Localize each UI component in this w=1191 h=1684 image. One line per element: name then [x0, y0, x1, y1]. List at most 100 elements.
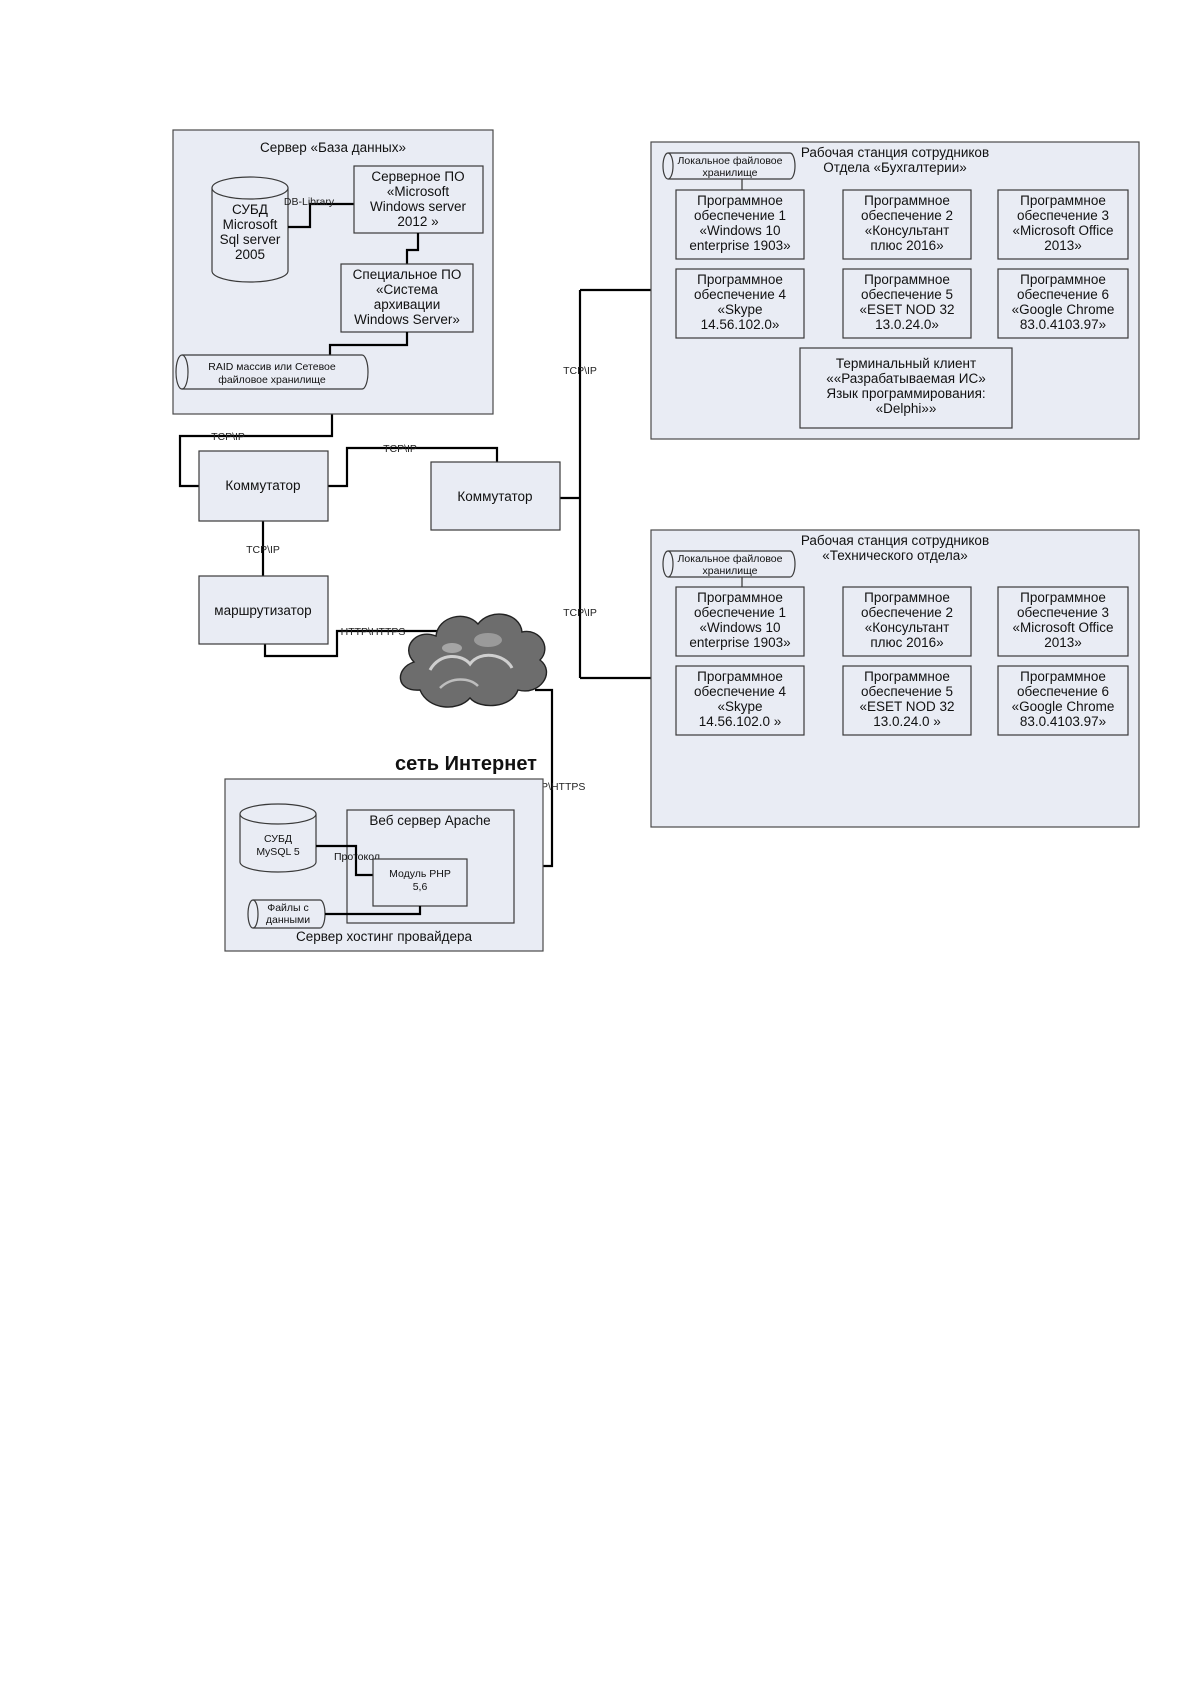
ws2-software-4-line-1: Программное	[697, 669, 783, 684]
dbms-line-2: Microsoft	[223, 217, 278, 232]
special-sw-line-3: архивации	[374, 297, 441, 312]
ws1-software-4-line-1: Программное	[697, 272, 783, 287]
raid-line-2: файловое хранилище	[218, 374, 326, 386]
ws2-software-2-line-3: «Консультант	[865, 620, 950, 635]
ws2-software-6-line-3: «Google Chrome	[1012, 699, 1115, 714]
wire-special-raid	[328, 332, 409, 355]
ws1-software-4-box	[675, 268, 805, 339]
ws2-software-4-line-2: обеспечение 4	[694, 684, 787, 699]
switch-1-label: Коммутатор	[225, 478, 300, 493]
ws2-storage-line-1: Локальное файловое	[678, 553, 783, 565]
ws2-software-1-box	[675, 586, 805, 657]
ws2-software-1-line-3: «Windows 10	[699, 620, 780, 635]
ws2-software-2-line-4: плюс 2016»	[870, 635, 943, 650]
ws2-software-6-box	[997, 665, 1129, 736]
server-sw-line-4: 2012 »	[397, 214, 438, 229]
ws1-software-5-line-3: «ESET NOD 32	[859, 302, 954, 317]
ws2-storage-line-2: хранилище	[703, 565, 758, 577]
ws2-software-1-line-2: обеспечение 1	[694, 605, 786, 620]
ws1-terminal-box	[799, 347, 1013, 429]
ws2-software-4-box	[675, 665, 805, 736]
ws2-software-3-line-2: обеспечение 3	[1017, 605, 1109, 620]
raid-cylinder: RAID массив или Сетевое файловое хранили…	[175, 354, 369, 390]
hosting-server: Сервер хостинг провайдера СУБД MySQL 5 В…	[224, 778, 544, 952]
ws2-software-4-line-3: «Skype	[717, 699, 762, 714]
files-line-2: данными	[266, 914, 310, 926]
ws2-title-line-1: Рабочая станция сотрудников	[801, 533, 989, 548]
special-sw-box	[340, 263, 474, 333]
ws1-software-6-line-2: обеспечение 6	[1017, 287, 1109, 302]
tcpip-label-ws2: TCP\IP	[563, 607, 597, 619]
ws1-software-5-line-4: 13.0.24.0»	[875, 317, 939, 332]
tcpip-label-router: TCP\IP	[246, 544, 280, 556]
dblibrary-label: DB-Library	[284, 196, 335, 208]
raid-line-1: RAID массив или Сетевое	[208, 361, 336, 373]
ws2-software-3-box	[997, 586, 1129, 657]
wire-files-php	[325, 906, 422, 916]
switch-2-label: Коммутатор	[457, 489, 532, 504]
ws1-software-4-line-2: обеспечение 4	[694, 287, 787, 302]
server-sw-line-1: Серверное ПО	[371, 169, 464, 184]
ws2-software-2-line-2: обеспечение 2	[861, 605, 953, 620]
ws2-software-3-line-3: «Microsoft Office	[1012, 620, 1113, 635]
ws2-software-6-line-2: обеспечение 6	[1017, 684, 1109, 699]
ws1-software-3-line-1: Программное	[1020, 193, 1106, 208]
ws1-software-3-line-4: 2013»	[1044, 238, 1082, 253]
server-sw-line-3: Windows server	[370, 199, 467, 214]
ws1-software-5-line-1: Программное	[864, 272, 950, 287]
files-cylinder: Файлы с данными	[247, 899, 326, 929]
php-line-1: Модуль PHP	[389, 868, 451, 880]
workstation-technical: Рабочая станция сотрудников «Техническог…	[650, 529, 1140, 828]
wire-mysql-php	[316, 844, 373, 877]
ws2-software-1-line-4: enterprise 1903»	[689, 635, 790, 650]
ws1-terminal-line-2: ««Разрабатываемая ИС»	[826, 371, 986, 386]
ws2-software-1-line-1: Программное	[697, 590, 783, 605]
ws1-title-line-2: Отдела «Бухгалтерии»	[823, 160, 967, 175]
ws2-software-5-line-4: 13.0.24.0 »	[873, 714, 941, 729]
server-sw-line-2: «Microsoft	[387, 184, 450, 199]
ws1-software-6-box	[997, 268, 1129, 339]
wire-switch1-switch2	[328, 446, 499, 488]
db-server-title: Сервер «База данных»	[260, 140, 406, 155]
mysql-line-2: MySQL 5	[256, 846, 300, 858]
dbms-line-4: 2005	[235, 247, 265, 262]
ws1-software-3-box	[997, 189, 1129, 260]
internet-label: сеть Интернет	[395, 753, 537, 775]
ws2-software-5-line-1: Программное	[864, 669, 950, 684]
ws1-storage: Локальное файловое хранилище	[662, 152, 796, 180]
ws1-software-2-line-4: плюс 2016»	[870, 238, 943, 253]
ws2-storage: Локальное файловое хранилище	[662, 550, 796, 578]
php-box	[372, 858, 468, 907]
ws1-software-5-line-2: обеспечение 5	[861, 287, 953, 302]
php-line-2: 5,6	[413, 881, 428, 893]
server-sw-box	[353, 165, 484, 234]
network: TCP\IP TCP\IP TCP\IP TCP\IP TCP\IP HTTP\…	[198, 365, 597, 793]
ws2-title-line-2: «Технического отдела»	[822, 548, 967, 563]
ws1-software-1-line-1: Программное	[697, 193, 783, 208]
ws1-software-2-line-3: «Консультант	[865, 223, 950, 238]
ws1-storage-line-1: Локальное файловое	[678, 155, 783, 167]
switch-2-box	[430, 461, 561, 531]
protocol-label: Протокол	[334, 851, 380, 863]
apache-label: Веб сервер Apache	[369, 813, 490, 828]
mysql-cylinder: СУБД MySQL 5	[239, 803, 317, 873]
ws1-software-5-box	[842, 268, 972, 339]
ws2-software-6-line-1: Программное	[1020, 669, 1106, 684]
ws1-software-2-line-1: Программное	[864, 193, 950, 208]
dbms-line-3: Sql server	[220, 232, 281, 247]
ws2-software-2-line-1: Программное	[864, 590, 950, 605]
ws2-software-3-line-1: Программное	[1020, 590, 1106, 605]
ws2-software-3-line-4: 2013»	[1044, 635, 1082, 650]
ws1-software-2-line-2: обеспечение 2	[861, 208, 953, 223]
ws2-software-6-line-4: 83.0.4103.97»	[1020, 714, 1106, 729]
mysql-line-1: СУБД	[264, 833, 292, 845]
wire-dblibrary	[288, 202, 354, 229]
tcpip-label-ws1: TCP\IP	[563, 365, 597, 377]
ws1-title-line-1: Рабочая станция сотрудников	[801, 145, 989, 160]
ws1-software-1-line-4: enterprise 1903»	[689, 238, 790, 253]
tcpip-label-db: TCP\IP	[211, 431, 245, 443]
ws1-software-1-line-3: «Windows 10	[699, 223, 780, 238]
special-sw-line-2: «Система	[376, 282, 438, 297]
